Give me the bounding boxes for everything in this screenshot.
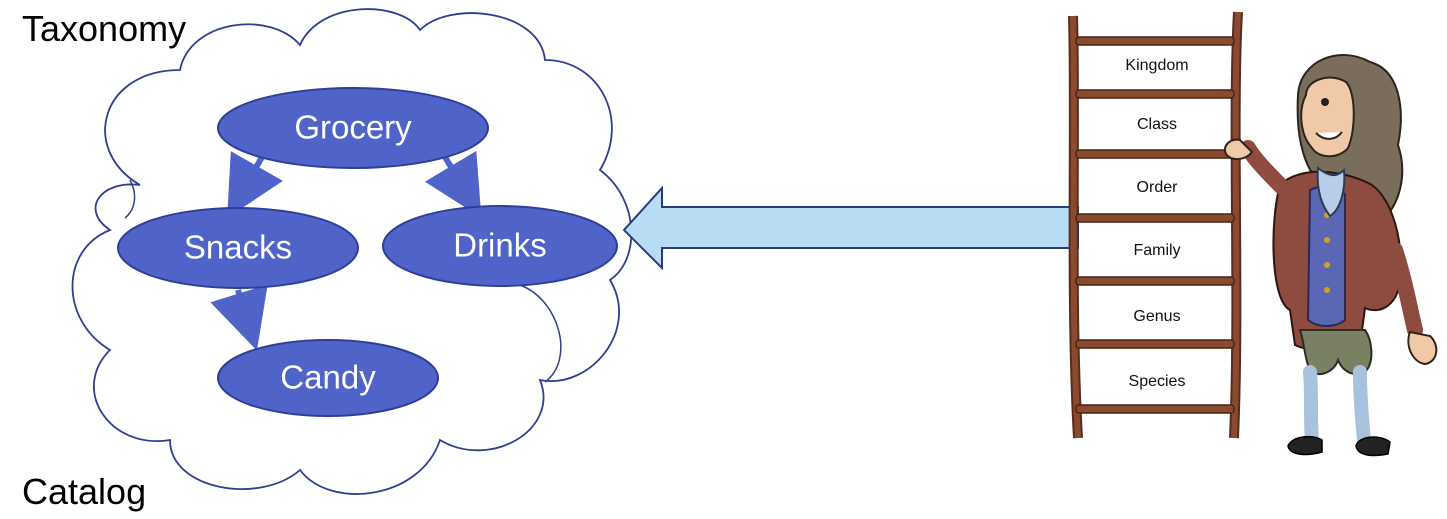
rung-species: Species xyxy=(1129,373,1186,390)
edge-snacks-candy xyxy=(210,284,268,351)
taxonomy-edges xyxy=(210,150,482,351)
rung-genus: Genus xyxy=(1133,308,1180,325)
node-drinks-label: Drinks xyxy=(453,227,547,264)
node-drinks: Drinks xyxy=(382,205,618,287)
taxonomy-label: Taxonomy xyxy=(22,8,187,49)
rung-class: Class xyxy=(1137,116,1177,133)
rung-kingdom: Kingdom xyxy=(1125,57,1188,74)
scientist-figure-icon xyxy=(1224,53,1438,457)
ladder-rungs xyxy=(1075,36,1235,414)
rung-family: Family xyxy=(1133,242,1180,259)
big-left-arrow xyxy=(622,185,1079,271)
node-grocery: Grocery xyxy=(217,87,489,169)
node-grocery-label: Grocery xyxy=(294,109,412,146)
node-candy: Candy xyxy=(217,339,439,417)
node-snacks: Snacks xyxy=(117,207,359,289)
catalog-label: Catalog xyxy=(22,471,147,512)
edge-grocery-drinks xyxy=(424,150,482,218)
node-candy-label: Candy xyxy=(280,359,376,396)
edge-grocery-snacks xyxy=(227,151,283,219)
rung-order: Order xyxy=(1137,179,1179,196)
node-snacks-label: Snacks xyxy=(184,229,292,266)
taxonomy-ladder: Kingdom Class Order Family Genus Species xyxy=(1068,11,1243,439)
